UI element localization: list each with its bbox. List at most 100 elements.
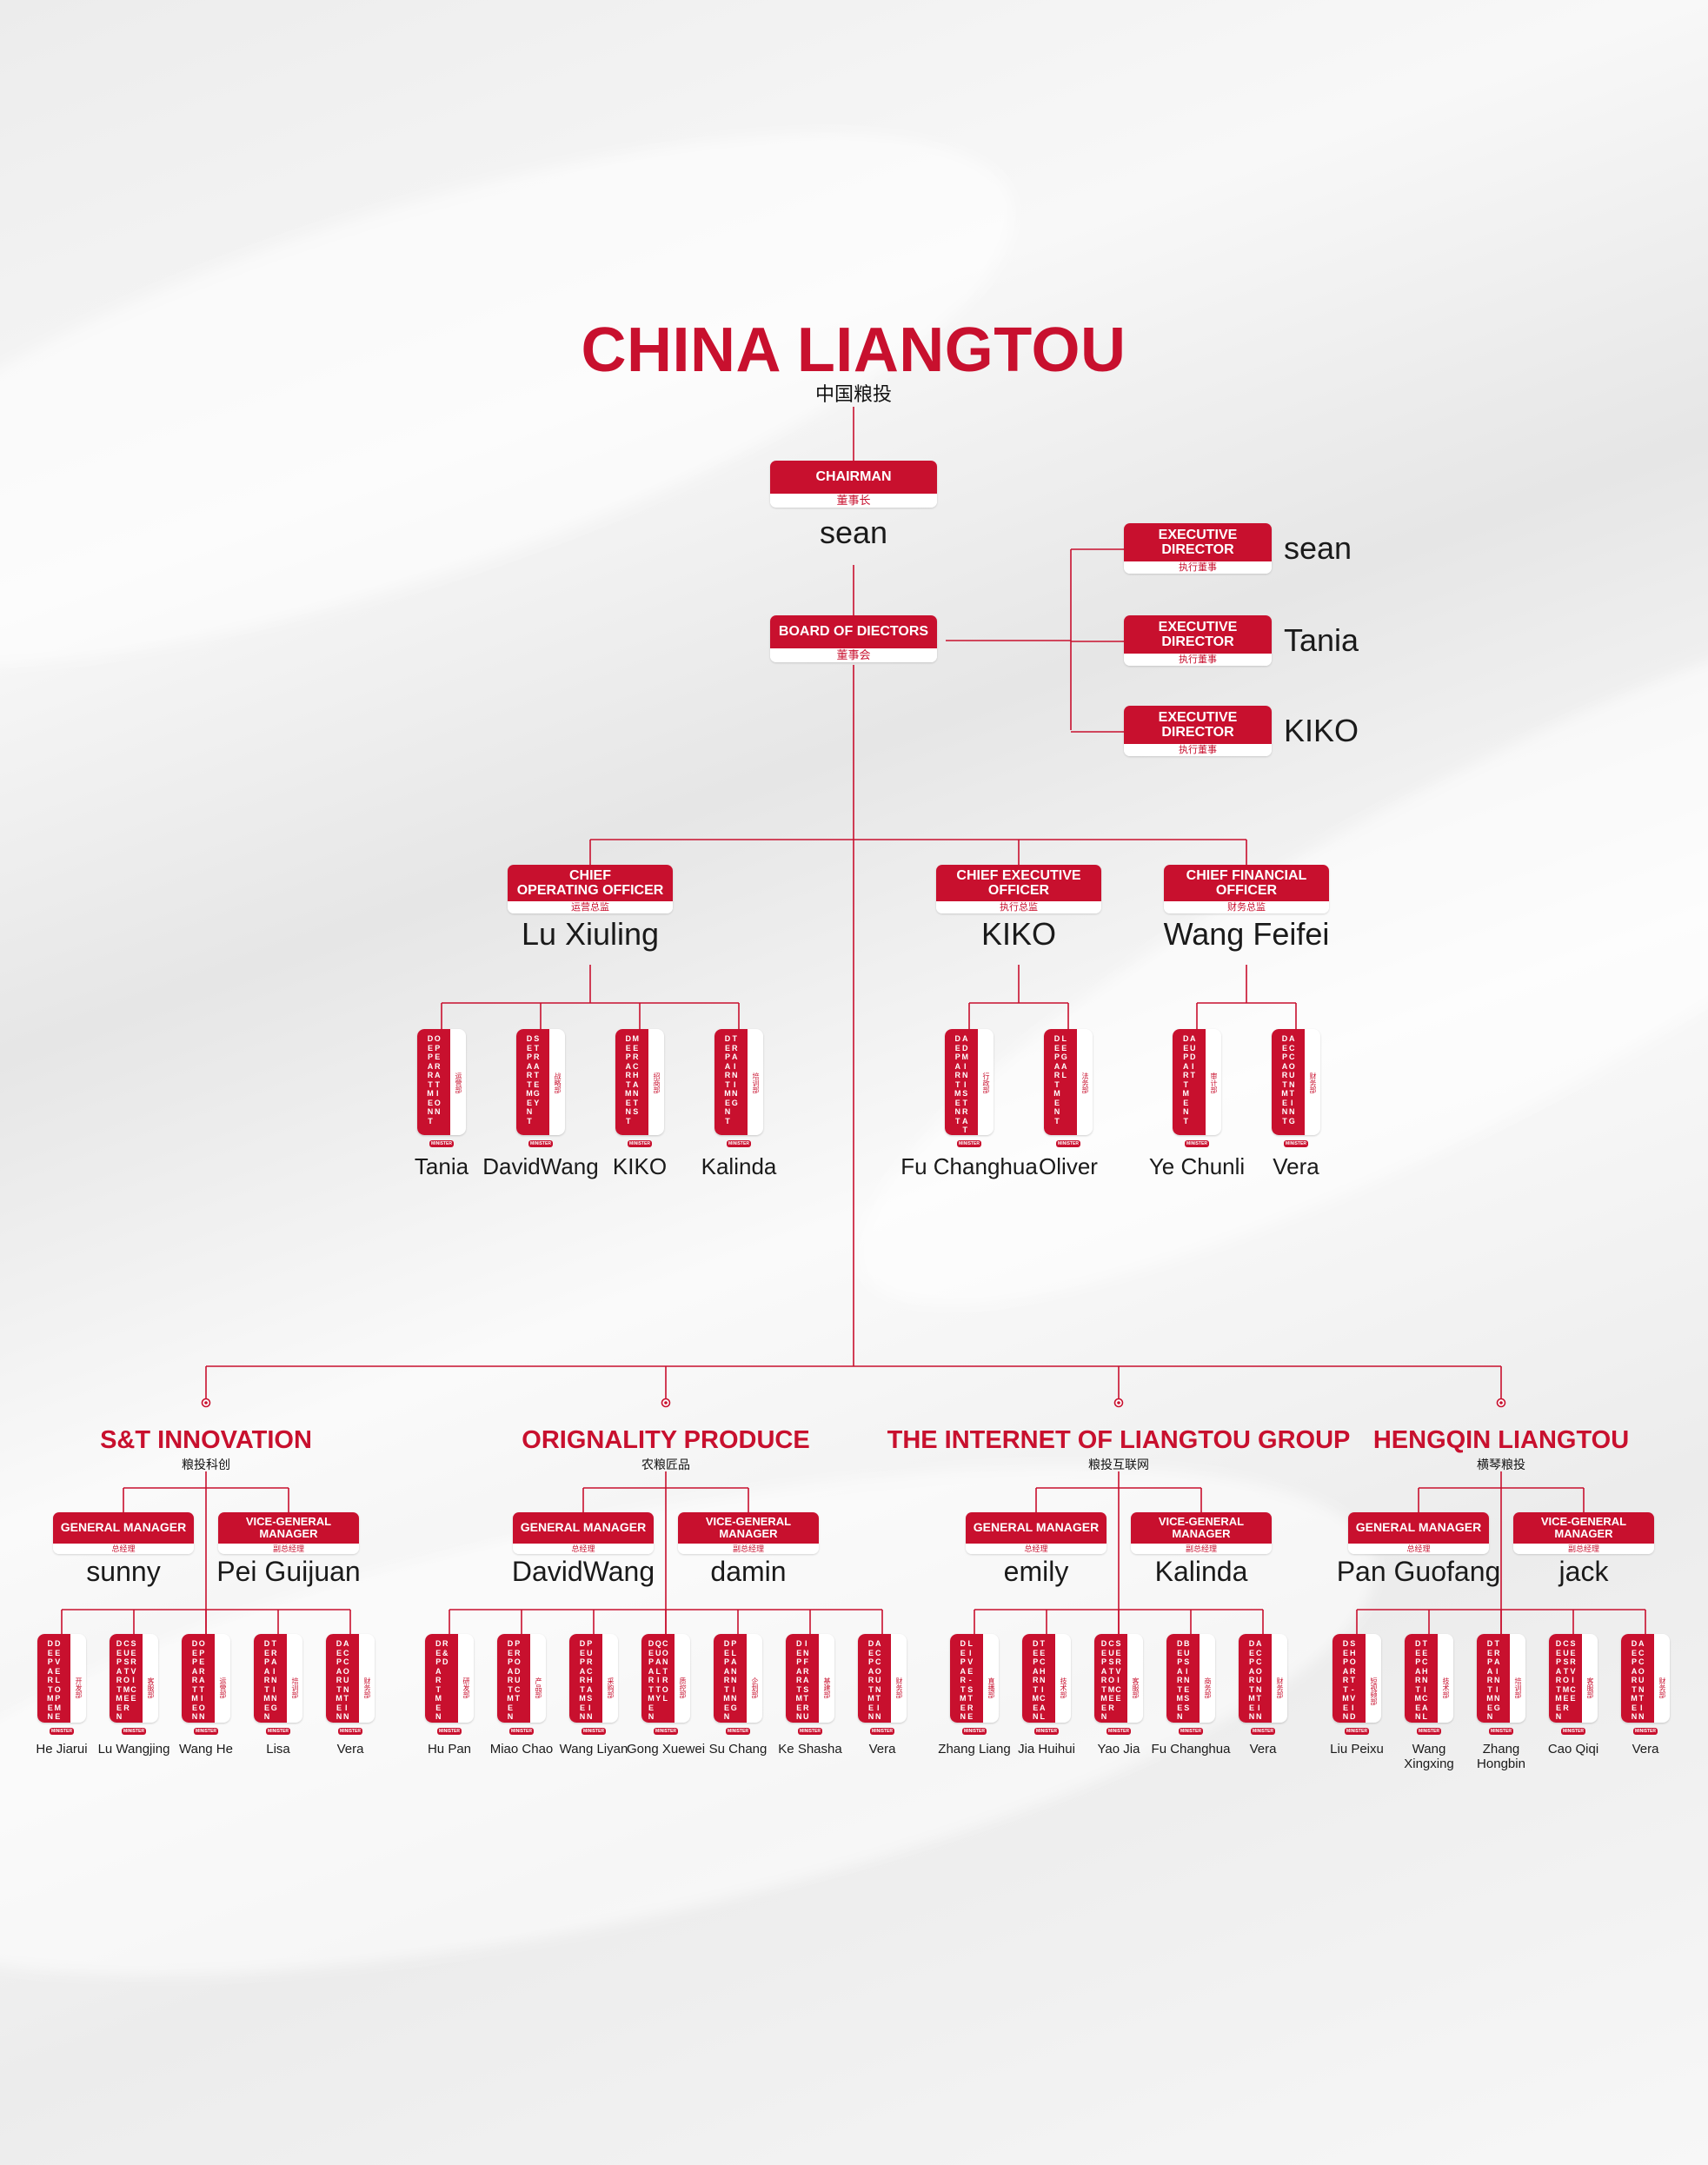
department-letter: L (655, 1666, 661, 1676)
department-letter: E (723, 1703, 729, 1712)
department-letter: E (967, 1712, 974, 1721)
department-letter: P (723, 1657, 729, 1666)
chairman-name: sean (819, 515, 888, 550)
department-card: DEPARTMENTPURCHASING采购部 (569, 1634, 618, 1723)
department-letter: P (1486, 1657, 1492, 1666)
general-manager-card-label-cn: 总经理 (966, 1544, 1107, 1554)
minister-tag: MINISTER (509, 1728, 534, 1735)
department-head-name: Wang Liyan (560, 1742, 628, 1757)
general-manager-name: DavidWang (511, 1556, 655, 1587)
department-letter: E (427, 1043, 433, 1053)
department-letter: P (867, 1657, 874, 1666)
department-letter: A (1053, 1061, 1060, 1071)
department-letter: E (1555, 1648, 1561, 1657)
department-name-cn: 运营部 (455, 1073, 462, 1093)
department-letter: I (1257, 1703, 1260, 1712)
subsidiary-title: ORIGNALITY PRODUCE (522, 1426, 810, 1454)
department-letter: N (960, 1712, 967, 1721)
department-head-name-line: Vera (868, 1742, 896, 1757)
department-name-word: INFRASTRUCTURE (803, 1639, 809, 1723)
department-letter: E (967, 1666, 974, 1676)
department-letter: E (1115, 1648, 1121, 1657)
department-label: DEPARTMENTTECHNICAL (1405, 1634, 1438, 1723)
department-letter: M (47, 1694, 54, 1703)
department-letter: P (587, 1639, 593, 1648)
department-head-name-line: Hongbin (1477, 1757, 1525, 1772)
department-letter: B (1184, 1639, 1190, 1648)
vice-general-manager-card-label: VICE-GENERAL MANAGER (678, 1512, 819, 1544)
vice-general-manager-card-label-cn: 副总经理 (1131, 1544, 1272, 1554)
minister-tag: MINISTER (1056, 1140, 1080, 1147)
department-letter: G (1493, 1703, 1500, 1712)
department-letter: L (967, 1639, 974, 1648)
department-letter: T (648, 1684, 654, 1694)
department-letter: P (191, 1657, 197, 1666)
department-head-name: Yao Jia (1098, 1742, 1140, 1757)
department-letter: S (803, 1684, 809, 1694)
department-letter: R (1349, 1666, 1356, 1676)
department-letter: C (1255, 1657, 1262, 1666)
department-letter: E (724, 1098, 730, 1107)
department-label: DEPARTMENTADMINISTRATIVE (945, 1029, 978, 1135)
department-letter: P (1342, 1657, 1348, 1666)
department-letter: P (47, 1657, 53, 1666)
department-letter: R (867, 1676, 874, 1684)
minister-tag: MINISTER (1561, 1728, 1585, 1735)
department-letter: R (960, 1676, 967, 1684)
department-letter: E (1184, 1684, 1190, 1694)
department-letter: E (507, 1703, 513, 1712)
department-letter: O (54, 1684, 61, 1694)
department-letter: S (1570, 1639, 1576, 1648)
department-head-name: Vera (1632, 1742, 1659, 1757)
department-letter: M (648, 1694, 655, 1703)
department-letter: T (534, 1043, 539, 1053)
department-letter: A (967, 1722, 974, 1723)
department-letter: N (1184, 1676, 1190, 1684)
department-letter: M (1100, 1694, 1107, 1703)
department-letter: S (1184, 1657, 1190, 1666)
department-letter: A (1281, 1061, 1288, 1071)
department-head-name-line: Vera (1632, 1742, 1659, 1757)
department-letter: M (1414, 1694, 1422, 1703)
department-letter: R (435, 1676, 442, 1684)
department-letter: T (662, 1666, 668, 1676)
department-head-name: Vera (1273, 1153, 1319, 1180)
department-letter: P (435, 1657, 442, 1666)
department-letter: R (962, 1107, 968, 1116)
department-name-cn: 培训部 (752, 1073, 760, 1093)
minister-tag: MINISTER (582, 1728, 606, 1735)
department-letter: D (579, 1639, 586, 1648)
department-letter: M (54, 1703, 62, 1712)
department-letter: N (1053, 1107, 1060, 1116)
department-letter: E (1053, 1098, 1060, 1107)
department-letter: T (508, 1684, 513, 1694)
minister-tag: MINISTER (1417, 1728, 1441, 1735)
minister-tag: MINISTER (1107, 1728, 1131, 1735)
department-letter: M (1176, 1694, 1184, 1703)
department-letter: G (1060, 1053, 1067, 1061)
minister-tag: MINISTER (727, 1140, 751, 1147)
department-letter: C (1108, 1639, 1114, 1648)
department-letter: R (434, 1061, 441, 1071)
department-letter: T (271, 1639, 276, 1648)
department-letter: L (1422, 1712, 1428, 1721)
department-head-name: Liu Peixu (1330, 1742, 1384, 1757)
department-letter: P (55, 1694, 61, 1703)
department-letter: C (1638, 1657, 1645, 1666)
department-head-name: Gong Xuewei (627, 1742, 705, 1757)
